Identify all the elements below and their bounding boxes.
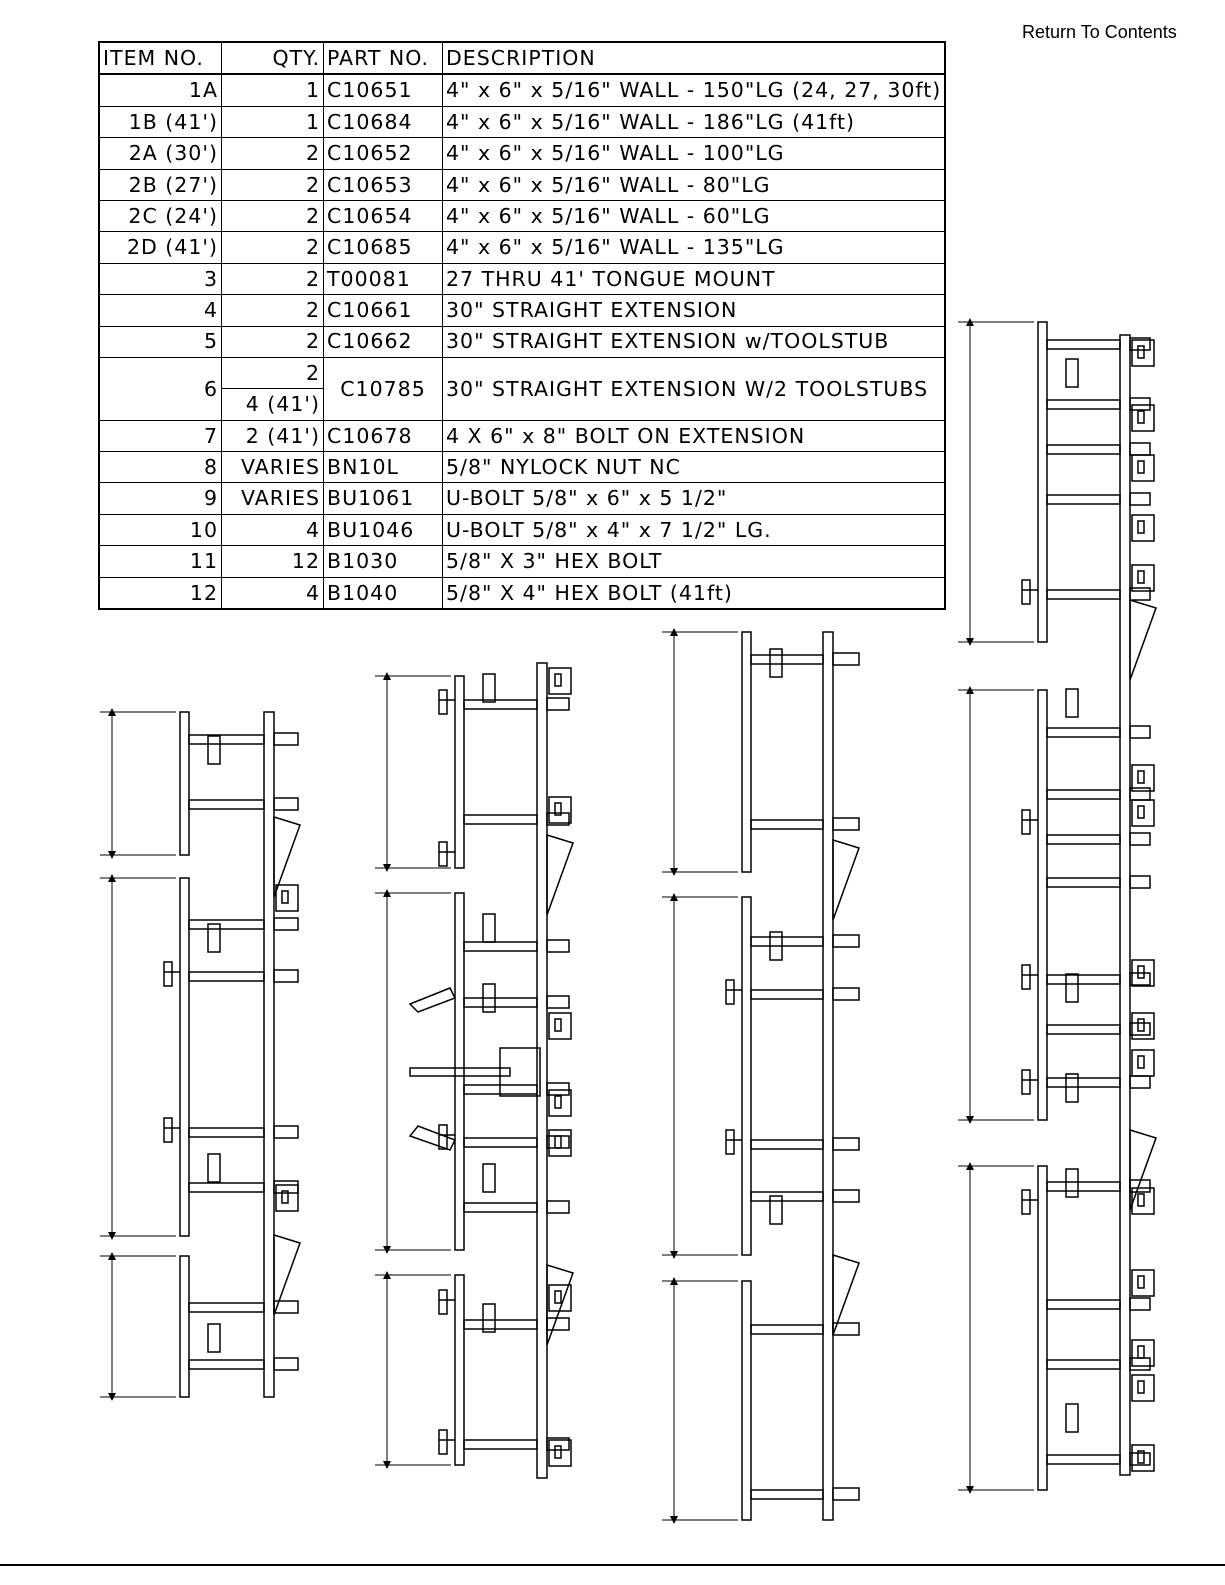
frame-view-24ft bbox=[100, 708, 301, 1401]
cell-item-no: 5 bbox=[98, 325, 222, 358]
cell-part-no: C10661 bbox=[323, 294, 443, 327]
frame-view-41ft bbox=[958, 318, 1157, 1494]
cell-part-no: C10652 bbox=[323, 137, 443, 170]
cell-description: 4 X 6" x 8" BOLT ON EXTENSION bbox=[442, 419, 946, 453]
cell-part-no: BU1046 bbox=[323, 513, 443, 547]
cell-part-no: C10685 bbox=[323, 231, 443, 264]
cell-qty: 4 bbox=[221, 513, 324, 547]
tongue-mount bbox=[409, 1067, 511, 1077]
cell-qty: VARIES bbox=[221, 451, 324, 484]
tongue-mount bbox=[499, 1047, 541, 1097]
cell-part-no: B1030 bbox=[323, 545, 443, 578]
cell-qty: 1 bbox=[221, 73, 324, 107]
cell-qty: 2 bbox=[221, 168, 324, 201]
col-header-item-no: ITEM NO. bbox=[98, 41, 222, 76]
col-header-description: DESCRIPTION bbox=[442, 41, 946, 76]
cell-qty: 2 bbox=[221, 199, 324, 233]
col-header-qty: QTY. bbox=[221, 41, 324, 76]
cell-description: 4" x 6" x 5/16" WALL - 186"LG (41ft) bbox=[442, 105, 946, 139]
cell-description: 5/8" X 4" HEX BOLT (41ft) bbox=[442, 576, 946, 610]
cell-item-no: 2B (27') bbox=[98, 168, 222, 201]
cell-item-no: 3 bbox=[98, 262, 222, 296]
tongue-mount bbox=[408, 1125, 457, 1151]
cell-qty: 2 bbox=[221, 294, 324, 327]
cell-description: 4" x 6" x 5/16" WALL - 100"LG bbox=[442, 137, 946, 170]
cell-part-no: C10684 bbox=[323, 105, 443, 139]
bom-header-row: ITEM NO. QTY. PART NO. DESCRIPTION bbox=[98, 41, 946, 76]
cell-part-no: C10651 bbox=[323, 73, 443, 107]
cell-part-no: B1040 bbox=[323, 576, 443, 610]
cell-description: 30" STRAIGHT EXTENSION w/TOOLSTUB bbox=[442, 325, 946, 358]
cell-description: U-BOLT 5/8" x 4" x 7 1/2" LG. bbox=[442, 513, 946, 547]
page-footer-rule bbox=[0, 1564, 1225, 1566]
cell-qty: VARIES bbox=[221, 482, 324, 515]
cell-item-no: 2A (30') bbox=[98, 137, 222, 170]
cell-qty: 4 bbox=[221, 576, 324, 610]
cell-description: 4" x 6" x 5/16" WALL - 135"LG bbox=[442, 231, 946, 264]
cell-part-no: BU1061 bbox=[323, 482, 443, 515]
cell-part-no: C10678 bbox=[323, 419, 443, 453]
cell-item-no: 1A bbox=[98, 73, 222, 107]
frame-view-30ft bbox=[662, 628, 860, 1524]
cell-part-no: C10662 bbox=[323, 325, 443, 358]
cell-item-no: 12 bbox=[98, 576, 222, 610]
cell-part-no: C10785 bbox=[323, 356, 443, 421]
cell-description: U-BOLT 5/8" x 6" x 5 1/2" bbox=[442, 482, 946, 515]
tongue-mount bbox=[408, 987, 457, 1013]
cell-item-no: 1B (41') bbox=[98, 105, 222, 139]
cell-description: 30" STRAIGHT EXTENSION W/2 TOOLSTUBS bbox=[442, 356, 946, 421]
cell-description: 5/8" X 3" HEX BOLT bbox=[442, 545, 946, 578]
table-row: 4 (41') bbox=[99, 388, 945, 421]
cell-part-no: C10654 bbox=[323, 199, 443, 233]
cell-qty: 4 (41') bbox=[221, 388, 324, 421]
cell-qty: 12 bbox=[221, 545, 324, 578]
cell-qty: 1 bbox=[221, 105, 324, 139]
cell-part-no: T00081 bbox=[323, 262, 443, 296]
col-header-part-no: PART NO. bbox=[323, 41, 443, 76]
cell-item-no: 9 bbox=[98, 482, 222, 515]
cell-item-no: 6 bbox=[98, 356, 222, 421]
return-to-contents-link[interactable]: Return To Contents bbox=[1022, 22, 1177, 42]
cell-description: 30" STRAIGHT EXTENSION bbox=[442, 294, 946, 327]
cell-part-no: BN10L bbox=[323, 451, 443, 484]
frame-view-27ft bbox=[375, 662, 574, 1479]
cell-description: 4" x 6" x 5/16" WALL - 80"LG bbox=[442, 168, 946, 201]
